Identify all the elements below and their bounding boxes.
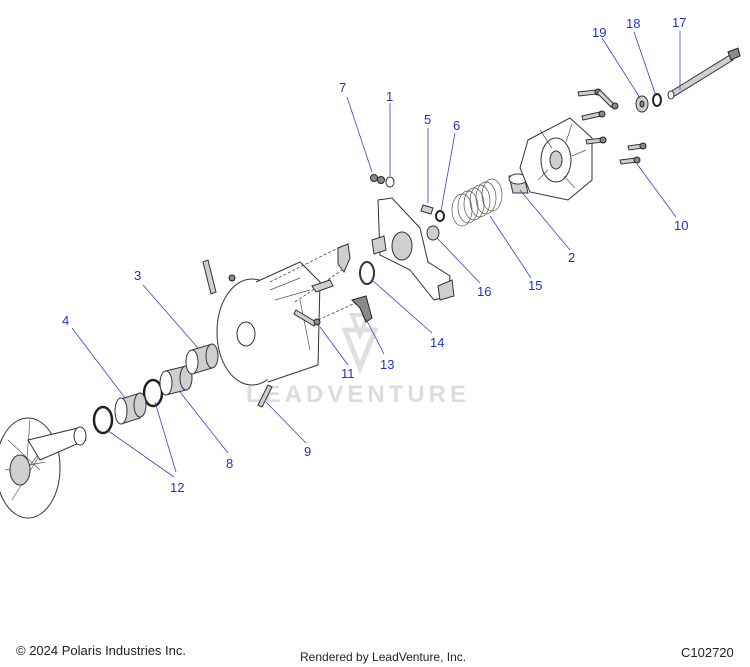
leader-9 bbox=[265, 401, 307, 444]
pin-11 bbox=[228, 274, 321, 327]
leader-16 bbox=[436, 237, 481, 284]
callout-5[interactable]: 5 bbox=[424, 112, 431, 127]
callout-13[interactable]: 13 bbox=[380, 357, 394, 372]
leader-4 bbox=[71, 327, 126, 399]
leader-12b bbox=[154, 401, 177, 473]
bolt-10a bbox=[619, 156, 641, 165]
callout-2[interactable]: 2 bbox=[568, 250, 575, 265]
callout-6[interactable]: 6 bbox=[453, 118, 460, 133]
callout-16[interactable]: 16 bbox=[477, 284, 491, 299]
callout-9[interactable]: 9 bbox=[304, 444, 311, 459]
callout-12[interactable]: 12 bbox=[170, 480, 184, 495]
bushing-16 bbox=[426, 225, 440, 241]
callout-7[interactable]: 7 bbox=[339, 80, 346, 95]
bolt-10b bbox=[627, 142, 647, 151]
pin-5 bbox=[420, 204, 434, 215]
pin-top bbox=[202, 259, 217, 295]
assembly-line-a bbox=[269, 245, 343, 283]
callout-18[interactable]: 18 bbox=[626, 16, 640, 31]
callout-15[interactable]: 15 bbox=[528, 278, 542, 293]
bushing-3 bbox=[185, 343, 219, 375]
copyright-text: © 2024 Polaris Industries Inc. bbox=[16, 643, 186, 658]
leader-15 bbox=[489, 215, 532, 279]
leadventure-watermark: LEADVENTURE bbox=[246, 313, 470, 408]
callout-11[interactable]: 11 bbox=[341, 366, 355, 381]
callout-14[interactable]: 14 bbox=[430, 335, 444, 350]
callout-4[interactable]: 4 bbox=[62, 313, 69, 328]
callout-17[interactable]: 17 bbox=[672, 15, 686, 30]
leader-3 bbox=[142, 284, 199, 349]
bushing-4 bbox=[114, 392, 147, 425]
spring-15 bbox=[451, 178, 503, 227]
callout-10[interactable]: 10 bbox=[674, 218, 688, 233]
pin-9 bbox=[257, 384, 273, 408]
ring-14 bbox=[359, 261, 375, 285]
leader-10 bbox=[636, 163, 677, 218]
weight-13 bbox=[311, 279, 373, 323]
bushing-2 bbox=[508, 173, 529, 194]
callout-8[interactable]: 8 bbox=[226, 456, 233, 471]
seal-ring-12a bbox=[92, 405, 114, 435]
cover bbox=[519, 117, 593, 201]
bushing-8 bbox=[159, 365, 193, 396]
bolt-top-c bbox=[596, 89, 619, 110]
spider bbox=[371, 197, 455, 301]
bolt-top-b bbox=[577, 88, 602, 97]
leader-18 bbox=[633, 31, 657, 97]
watermark-text: LEADVENTURE bbox=[246, 381, 470, 408]
washer-19 bbox=[635, 95, 649, 113]
leader-8 bbox=[179, 391, 229, 454]
leader-2 bbox=[519, 189, 571, 251]
bolt-top-a bbox=[581, 110, 606, 121]
roller-arm bbox=[337, 243, 351, 273]
movable-sheave bbox=[216, 261, 321, 386]
washer-7 bbox=[370, 174, 385, 184]
callout-3[interactable]: 3 bbox=[134, 268, 141, 283]
leader-13 bbox=[365, 318, 385, 355]
callout-1[interactable]: 1 bbox=[386, 89, 393, 104]
washer-18 bbox=[652, 93, 662, 107]
rendered-by-text: Rendered by LeadVenture, Inc. bbox=[300, 650, 467, 664]
washer-6 bbox=[435, 210, 445, 222]
fan-sheave bbox=[0, 417, 87, 519]
leader-6 bbox=[440, 132, 456, 212]
leader-19 bbox=[601, 37, 641, 99]
leader-14 bbox=[371, 279, 433, 334]
leader-7 bbox=[346, 96, 373, 173]
diagram-code: C102720 bbox=[681, 645, 734, 660]
leader-11 bbox=[319, 326, 349, 366]
leader-12a bbox=[106, 429, 175, 478]
callout-19[interactable]: 19 bbox=[592, 25, 606, 40]
bolt-17 bbox=[667, 47, 741, 100]
bolt-right-a bbox=[585, 136, 607, 145]
seal-ring-12b bbox=[142, 378, 164, 408]
roller-1 bbox=[385, 176, 395, 188]
